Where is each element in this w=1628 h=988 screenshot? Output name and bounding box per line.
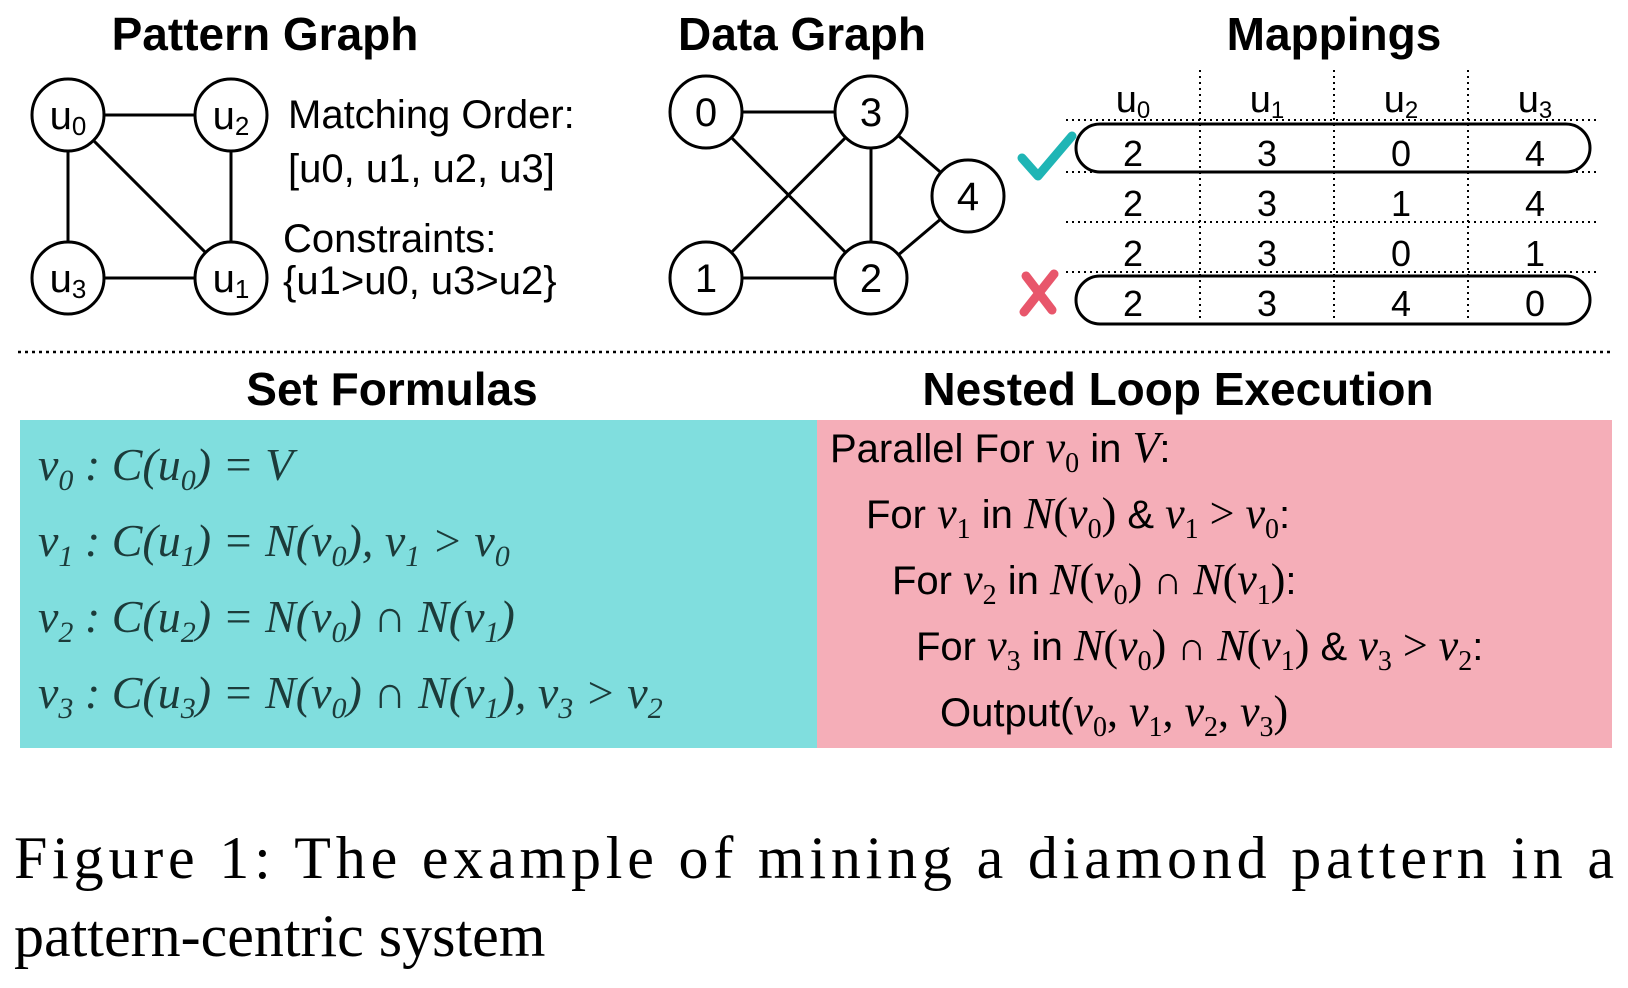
loop-line: Parallel For v0 in V: xyxy=(830,423,1171,479)
nested-loop-panel xyxy=(817,420,1612,748)
mapping-cell: 4 xyxy=(1525,133,1545,174)
pattern-node-u1: u1 xyxy=(193,240,269,316)
loop-line: For v1 in N(v0) & v1 > v0: xyxy=(866,489,1290,545)
svg-text:2: 2 xyxy=(860,257,882,301)
set-formulas-title: Set Formulas xyxy=(246,363,537,415)
svg-text:u1: u1 xyxy=(213,257,250,304)
mapping-cell: 2 xyxy=(1123,233,1143,274)
mapping-cell: 3 xyxy=(1257,183,1277,224)
data-edge-1-3 xyxy=(704,110,873,280)
pattern-edge-u0-u1 xyxy=(66,113,233,280)
matching-order-value: [u0, u1, u2, u3] xyxy=(288,147,555,191)
data-node-1: 1 xyxy=(668,240,744,316)
loop-line: Output(v0, v1, v2, v3) xyxy=(940,687,1288,743)
svg-text:1: 1 xyxy=(695,257,717,301)
mappings-title: Mappings xyxy=(1227,8,1442,60)
mapping-header-u2: u2 xyxy=(1384,79,1419,124)
constraints-label: Constraints: xyxy=(283,217,496,261)
formula-line: v3 : C(u3) = N(v0) ∩ N(v1), v3 > v2 xyxy=(38,667,663,725)
loop-line: For v2 in N(v0) ∩ N(v1): xyxy=(892,555,1297,611)
data-graph: 0 3 4 1 2 xyxy=(668,74,1006,316)
constraints-value: {u1>u0, u3>u2} xyxy=(283,259,557,303)
invalid-mapping-highlight xyxy=(1074,274,1592,326)
svg-text:4: 4 xyxy=(957,175,979,219)
mapping-cell: 0 xyxy=(1391,133,1411,174)
set-formulas: v0 : C(u0) = V v1 : C(u1) = N(v0), v1 > … xyxy=(38,439,663,725)
mapping-cell: 3 xyxy=(1257,283,1277,324)
cross-icon xyxy=(1019,269,1059,317)
mapping-header-u3: u3 xyxy=(1518,79,1553,124)
svg-text:3: 3 xyxy=(860,91,882,135)
svg-text:0: 0 xyxy=(695,91,717,135)
pattern-graph-title: Pattern Graph xyxy=(112,8,419,60)
nested-loop: Parallel For v0 in V: For v1 in N(v0) & … xyxy=(830,423,1483,743)
mapping-cell: 3 xyxy=(1257,233,1277,274)
mapping-cell: 4 xyxy=(1391,283,1411,324)
pattern-graph: u0 u2 u3 u1 xyxy=(30,77,269,316)
data-node-4: 4 xyxy=(930,158,1006,234)
formula-line: v1 : C(u1) = N(v0), v1 > v0 xyxy=(38,515,510,573)
data-graph-title: Data Graph xyxy=(678,8,926,60)
mapping-cell: 0 xyxy=(1525,283,1545,324)
mapping-cell: 3 xyxy=(1257,133,1277,174)
formula-line: v2 : C(u2) = N(v0) ∩ N(v1) xyxy=(38,591,515,649)
mapping-cell: 4 xyxy=(1525,183,1545,224)
mapping-cell: 1 xyxy=(1525,233,1545,274)
figure-caption-line1: Figure 1: The example of mining a diamon… xyxy=(14,825,1614,891)
set-formulas-panel xyxy=(20,420,817,748)
pattern-node-u2: u2 xyxy=(193,77,269,153)
pattern-node-u0: u0 xyxy=(30,77,106,153)
check-icon xyxy=(1017,131,1077,181)
mapping-cell: 2 xyxy=(1123,183,1143,224)
loop-line: For v3 in N(v0) ∩ N(v1) & v3 > v2: xyxy=(916,621,1483,677)
mapping-cell: 2 xyxy=(1123,283,1143,324)
mapping-cell: 1 xyxy=(1391,183,1411,224)
svg-text:u2: u2 xyxy=(213,94,250,141)
mapping-cell: 0 xyxy=(1391,233,1411,274)
mapping-header-u1: u1 xyxy=(1250,79,1285,124)
mapping-cell: 2 xyxy=(1123,133,1143,174)
formula-line: v0 : C(u0) = V xyxy=(38,439,298,497)
mapping-header-u0: u0 xyxy=(1116,79,1151,124)
data-node-3: 3 xyxy=(833,74,909,150)
svg-text:u3: u3 xyxy=(50,257,87,304)
pattern-node-u3: u3 xyxy=(30,240,106,316)
figure-caption-line2: pattern-centric system xyxy=(14,903,545,969)
matching-order-label: Matching Order: xyxy=(288,93,575,137)
data-node-2: 2 xyxy=(833,240,909,316)
svg-text:u0: u0 xyxy=(50,94,87,141)
data-node-0: 0 xyxy=(668,74,744,150)
nested-loop-title: Nested Loop Execution xyxy=(922,363,1433,415)
valid-mapping-highlight xyxy=(1074,122,1592,174)
mappings-table: u0 u1 u2 u3 2 3 0 4 2 3 1 4 2 3 0 1 2 3 … xyxy=(1017,70,1600,326)
